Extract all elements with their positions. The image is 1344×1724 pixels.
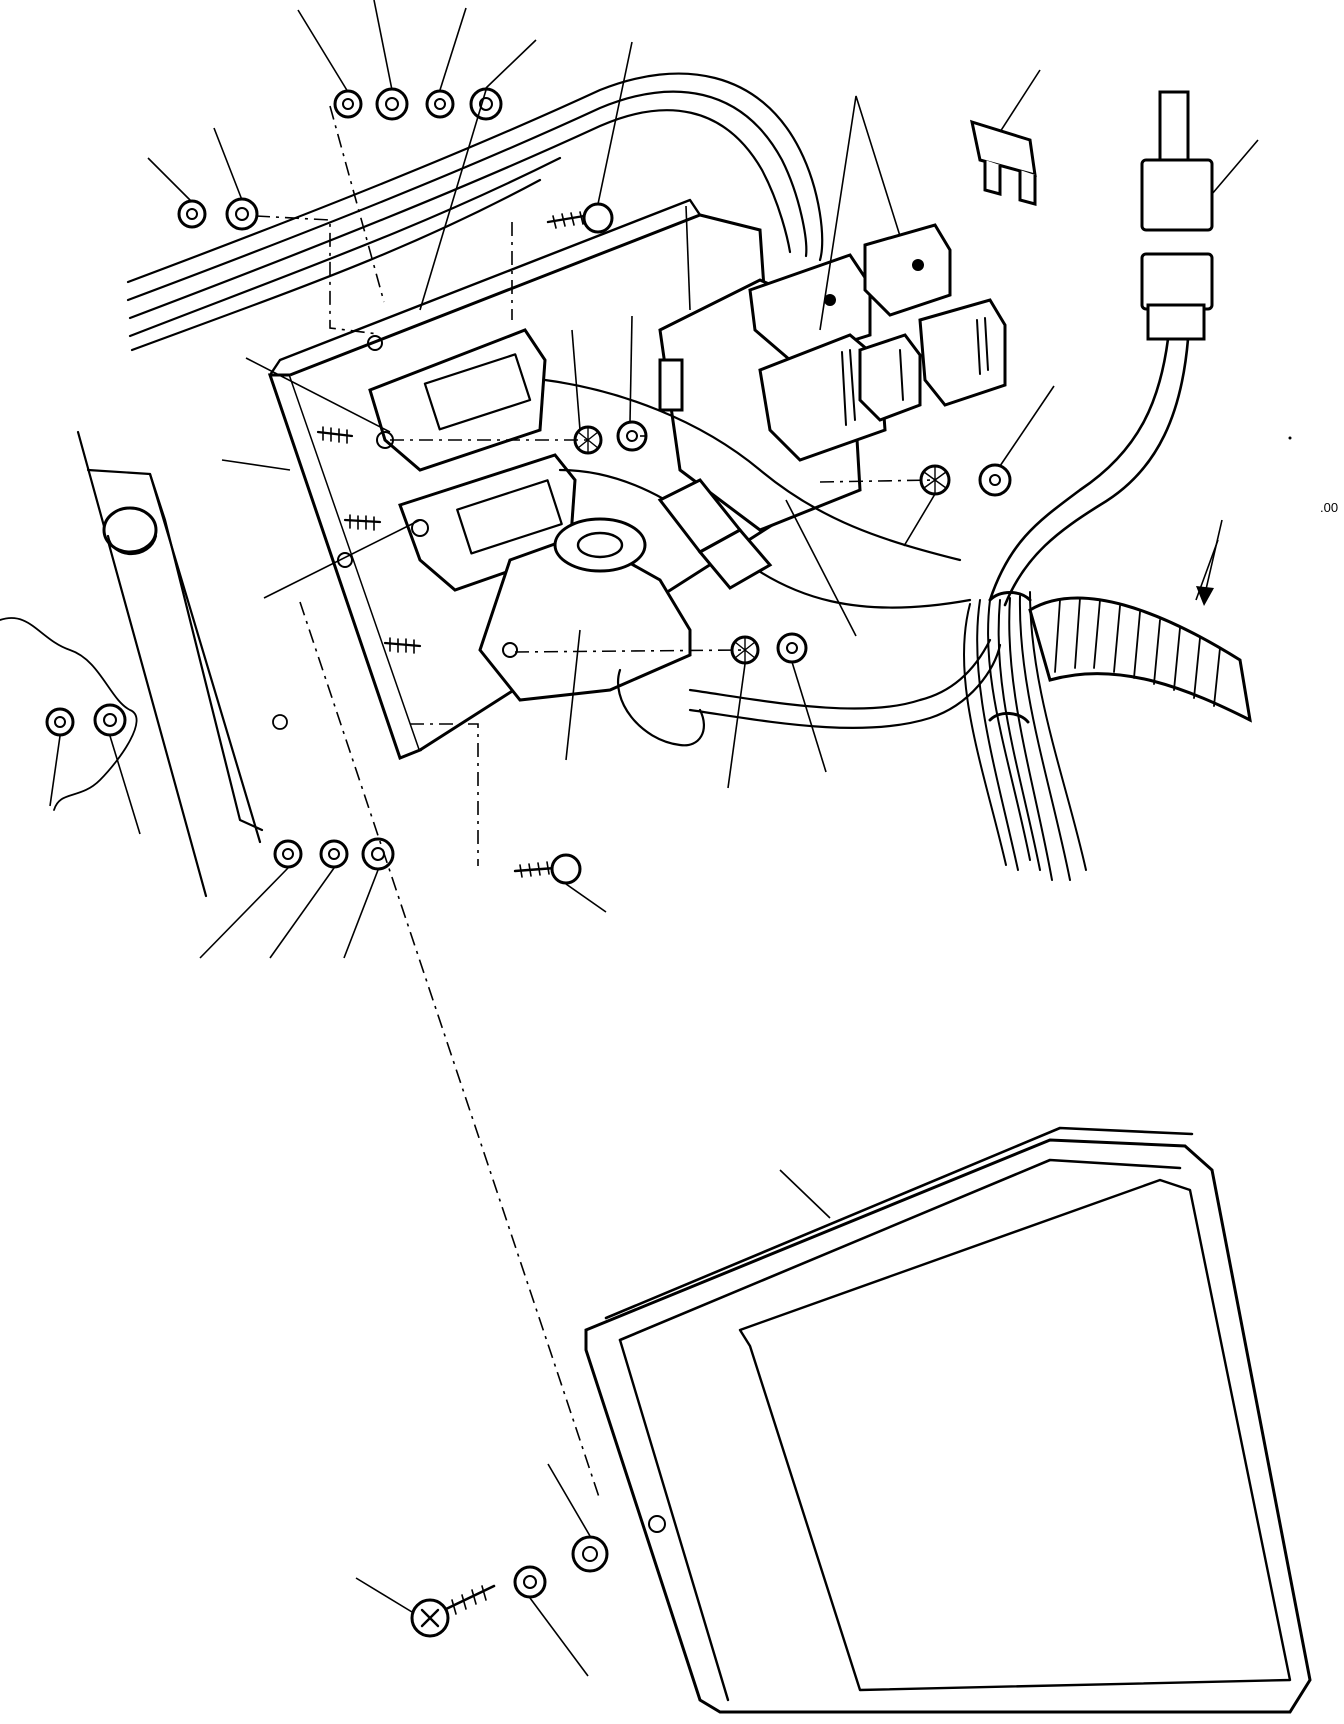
- washer-left: [95, 705, 125, 735]
- wiring-harness: [964, 592, 1086, 880]
- buzzer-unit: [480, 519, 704, 745]
- connector-lead-wire-2: [1005, 339, 1188, 605]
- connector-lead-wire: [990, 339, 1168, 600]
- corrugated-sleeve: [1030, 598, 1250, 720]
- screw-top: [548, 204, 612, 232]
- flasher-unit-upper: [370, 330, 545, 470]
- door-pillar: [78, 432, 262, 896]
- nut-bracket-2: [980, 465, 1010, 495]
- screw-bracket-1: [318, 427, 352, 443]
- nut-upper-left: [179, 201, 205, 227]
- relay-5: [920, 300, 1005, 405]
- relay-2: [865, 225, 950, 315]
- washer-lower-left: [363, 839, 393, 869]
- nut-bracket-3: [778, 634, 806, 662]
- hole-marker: [273, 715, 287, 729]
- assembly-lines: [256, 106, 935, 1500]
- wire-connector-lower: [1142, 254, 1212, 339]
- relay-1: [750, 255, 870, 360]
- washer-top-4: [471, 89, 501, 119]
- wire-connector-upper: [1142, 92, 1212, 230]
- relay-3: [760, 335, 885, 460]
- relay-4: [860, 335, 920, 420]
- nut-lower-left: [321, 841, 347, 867]
- cover-washer: [573, 1537, 607, 1571]
- cutaway-edge: [0, 618, 137, 810]
- nut-left: [47, 709, 73, 735]
- callout-leaders: [50, 0, 1258, 1676]
- nut-top-1: [335, 91, 361, 117]
- cab-trim-strips: [128, 74, 822, 350]
- blade-fuse: [972, 122, 1035, 204]
- stray-dot: [1288, 436, 1292, 440]
- cover-screw: [412, 1586, 494, 1636]
- nut-top-3: [427, 91, 453, 117]
- grommet-1: [575, 427, 601, 453]
- cover-lock-washer: [515, 1567, 545, 1597]
- direction-arrow: [1196, 520, 1222, 606]
- spacer-lower-left: [275, 841, 301, 867]
- screw-bracket-2: [345, 515, 380, 530]
- washer-top-2: [377, 89, 407, 119]
- stray-mark-text: .00: [1320, 500, 1338, 515]
- washer-upper-left: [227, 199, 257, 229]
- inline-wire-connector: [660, 480, 770, 588]
- screw-lower: [515, 855, 580, 883]
- harness-tie: [990, 593, 1030, 723]
- nut-bracket-1: [618, 422, 646, 450]
- grommet-2: [921, 466, 949, 494]
- screw-bracket-3: [385, 638, 420, 653]
- control-cover: [586, 1128, 1310, 1712]
- grommet-3: [732, 637, 758, 663]
